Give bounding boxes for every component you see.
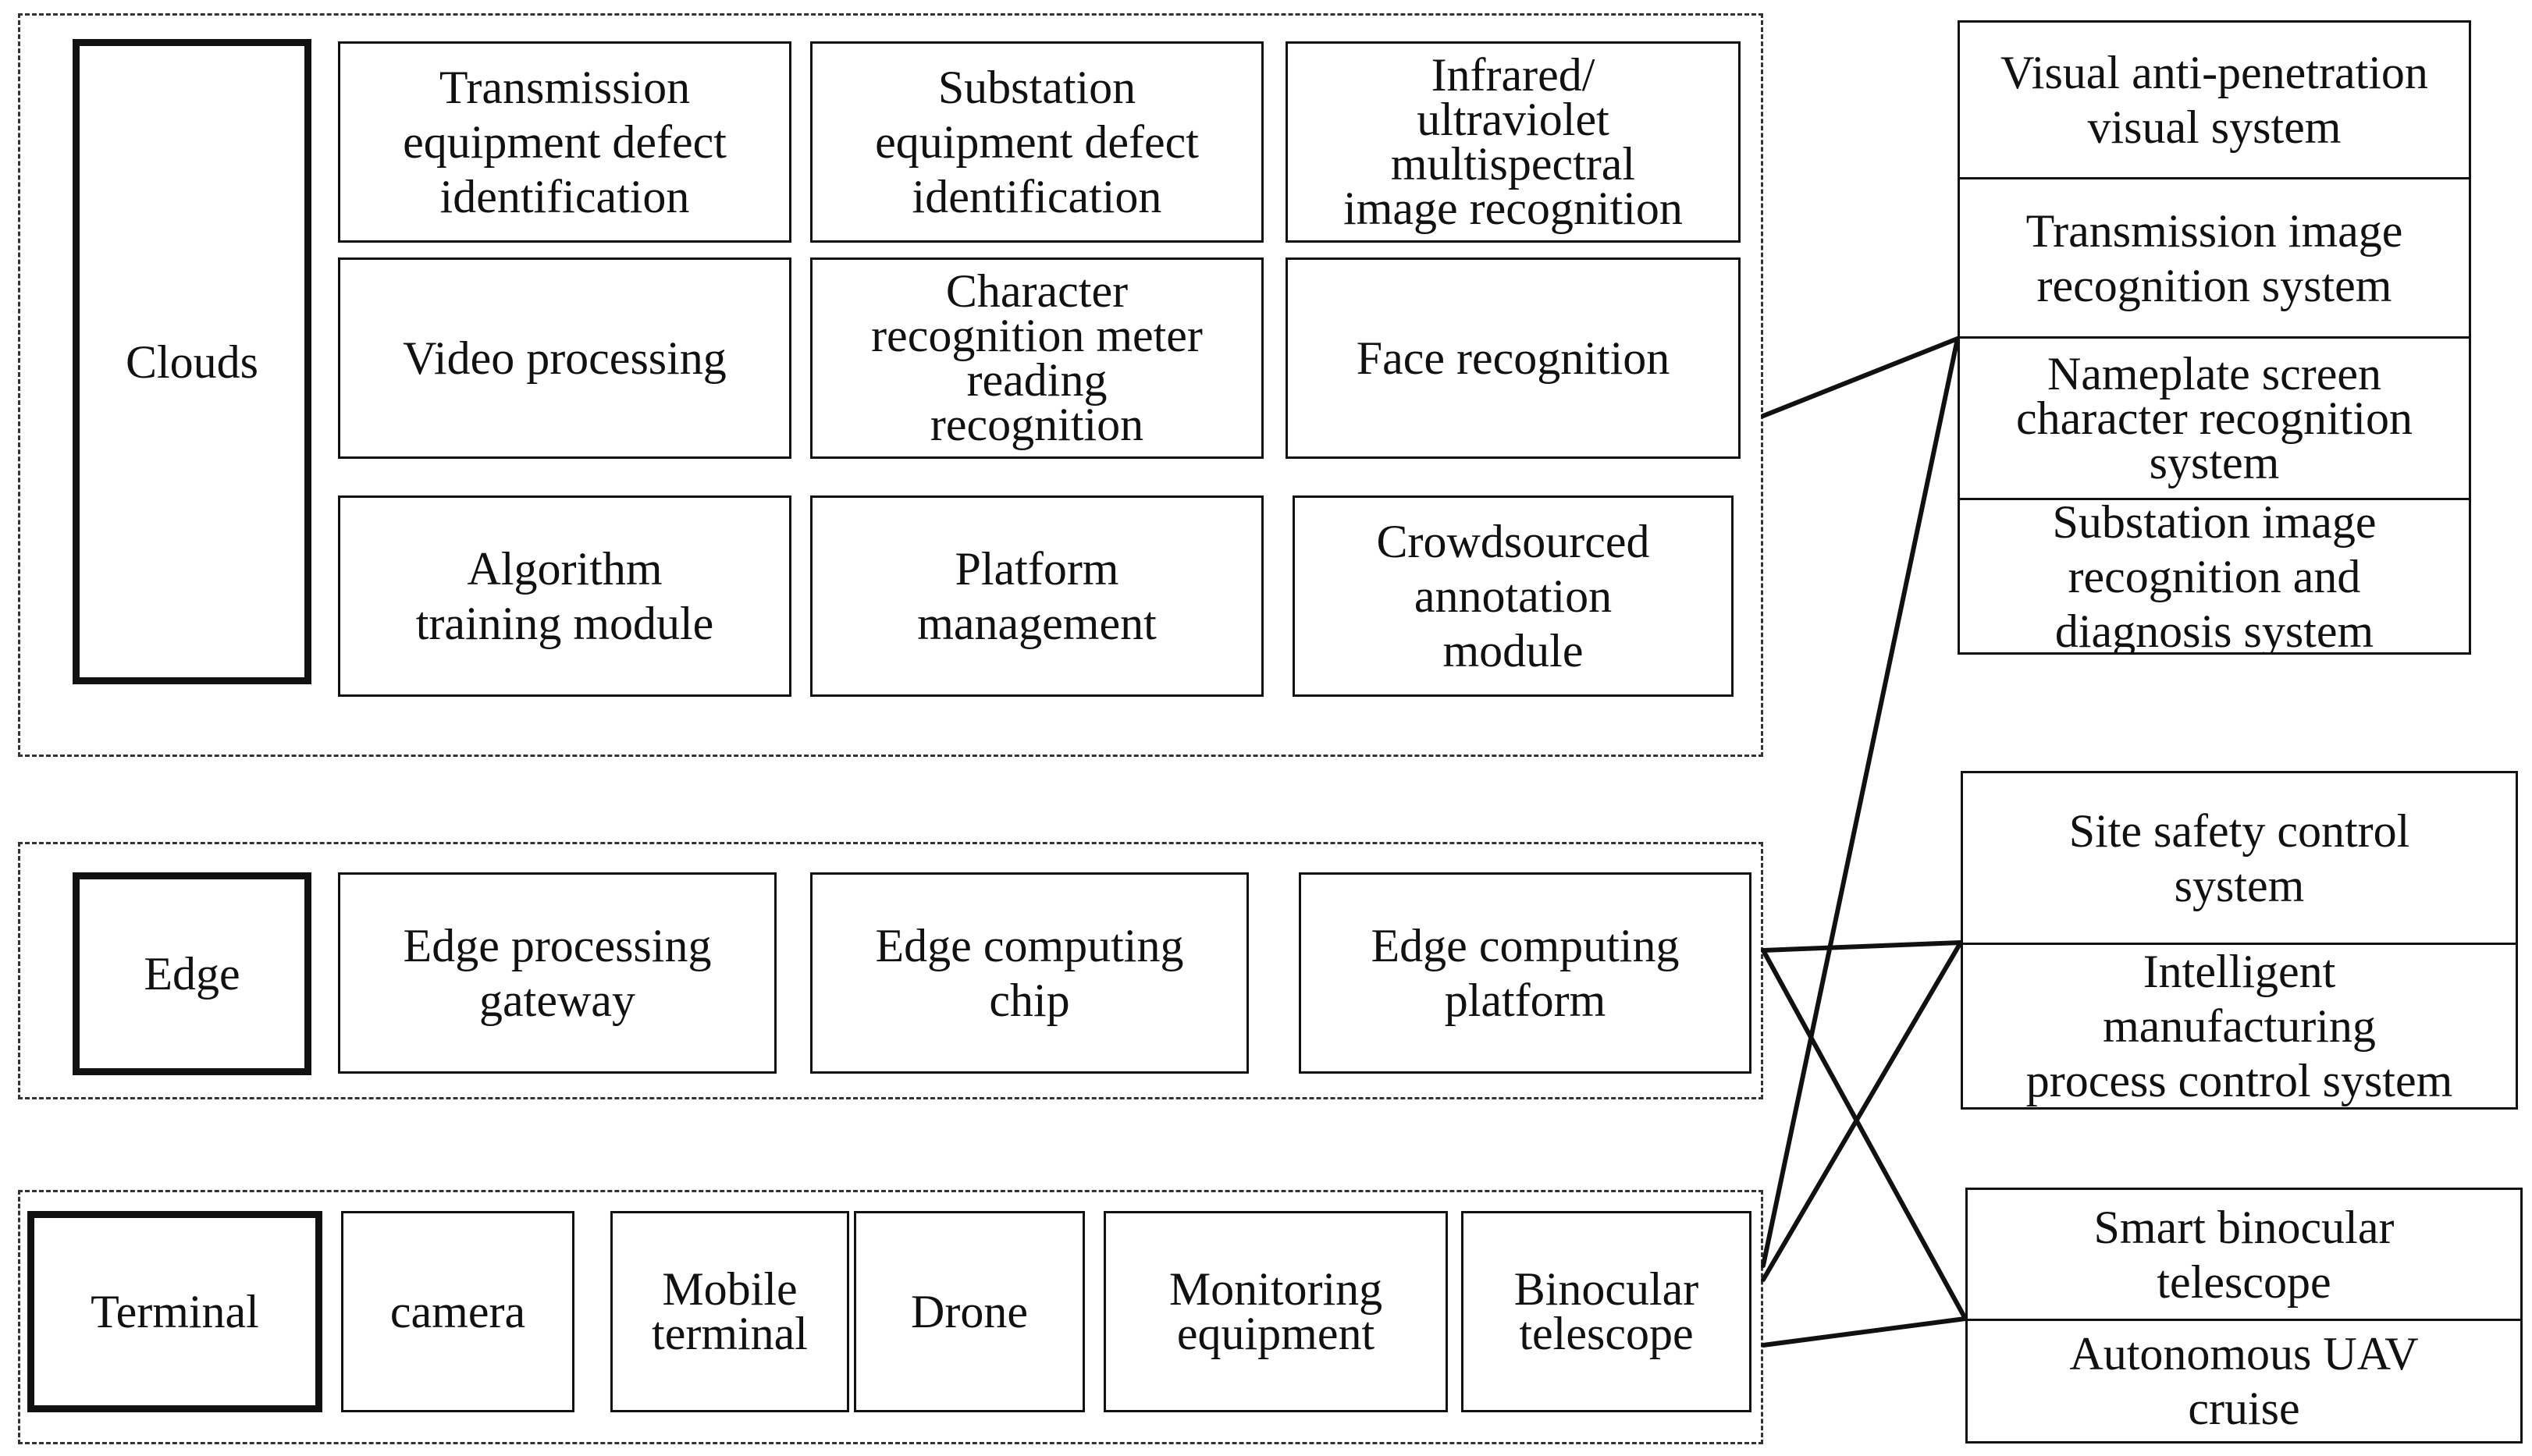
terminal-group: [18, 1190, 1763, 1444]
crowdsourced-annotation-module: Crowdsourced annotation module: [1293, 495, 1734, 697]
camera-module: camera: [341, 1211, 574, 1412]
connector-line: [1761, 948, 1968, 1321]
monitoring-equipment-module: Monitoring equipment: [1104, 1211, 1448, 1412]
edge-computing-platform-module: Edge computing platform: [1299, 872, 1751, 1074]
app-visual-anti-penetration: Visual anti-penetration visual system: [1958, 20, 2471, 179]
transmission-defect-module: Transmission equipment defect identifica…: [338, 41, 791, 243]
connector-line: [1761, 336, 1960, 1268]
binocular-telescope-module: Binocular telescope: [1461, 1211, 1751, 1412]
platform-management-module: Platform management: [810, 495, 1264, 697]
app-substation-image-diagnosis: Substation image recognition and diagnos…: [1958, 498, 2471, 655]
clouds-layer-label: Clouds: [73, 39, 311, 684]
multispectral-recognition-module: Infrared/ ultraviolet multispectral imag…: [1286, 41, 1741, 243]
edge-processing-gateway-module: Edge processing gateway: [338, 872, 777, 1074]
connector-line: [1761, 940, 1963, 953]
clouds-group: [18, 13, 1763, 757]
substation-defect-module: Substation equipment defect identificati…: [810, 41, 1264, 243]
connector-line: [1761, 940, 1963, 1282]
mobile-terminal-module: Mobile terminal: [610, 1211, 849, 1412]
edge-layer-label: Edge: [73, 872, 311, 1075]
connector-line: [1761, 336, 1960, 418]
connector-line: [1761, 1316, 1968, 1348]
app-autonomous-uav-cruise: Autonomous UAV cruise: [1965, 1319, 2523, 1444]
app-intelligent-manufacturing-control: Intelligent manufacturing process contro…: [1961, 943, 2518, 1110]
edge-computing-chip-module: Edge computing chip: [810, 872, 1249, 1074]
face-recognition-module: Face recognition: [1286, 257, 1741, 459]
video-processing-module: Video processing: [338, 257, 791, 459]
app-smart-binocular-telescope: Smart binocular telescope: [1965, 1188, 2523, 1321]
meter-reading-module: Character recognition meter reading reco…: [810, 257, 1264, 459]
terminal-layer-label: Terminal: [27, 1211, 322, 1412]
edge-group: [18, 842, 1763, 1099]
drone-module: Drone: [854, 1211, 1085, 1412]
algorithm-training-module: Algorithm training module: [338, 495, 791, 697]
app-nameplate-character-recognition: Nameplate screen character recognition s…: [1958, 336, 2471, 500]
